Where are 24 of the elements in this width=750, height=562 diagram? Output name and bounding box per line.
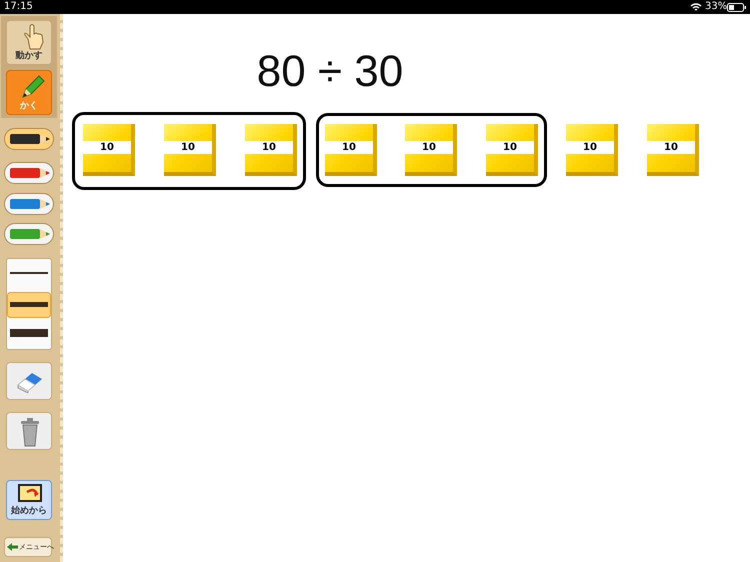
button-label: 始めから <box>10 504 48 517</box>
block-label: 10 <box>566 141 614 154</box>
ten-block <box>83 124 135 176</box>
button-label: かく <box>19 100 39 112</box>
ten-block <box>164 124 216 176</box>
block-label: 10 <box>164 141 212 154</box>
ten-block <box>325 124 377 176</box>
battery-percent: 33% <box>705 1 728 13</box>
block-label: 10 <box>486 141 534 154</box>
ten-block <box>245 124 297 176</box>
ten-block <box>486 124 538 176</box>
block-label: 10 <box>325 141 373 154</box>
ten-block <box>405 124 457 176</box>
button-label: 動かす <box>14 50 44 62</box>
block-label: 10 <box>245 141 293 154</box>
title-text: 80 ÷ 30 <box>256 46 404 98</box>
ten-block <box>647 124 699 176</box>
hand-drawn-loop <box>72 112 306 190</box>
hand-drawn-loop <box>316 113 547 187</box>
clock-text: 17:15 <box>4 1 33 13</box>
block-label: 10 <box>647 141 695 154</box>
ten-block <box>566 124 618 176</box>
block-label: 10 <box>405 141 453 154</box>
block-label: 10 <box>83 141 131 154</box>
